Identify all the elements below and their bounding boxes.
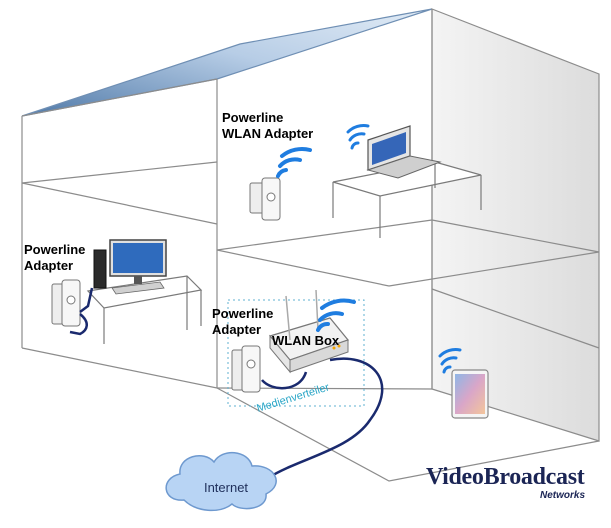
powerline-adapter-left	[51, 279, 81, 327]
powerline-wlan-adapter-upper	[249, 177, 281, 221]
powerline-adapter-left-label: Powerline Adapter	[24, 242, 86, 273]
powerline-adapter-lower-label: Powerline Adapter	[212, 306, 274, 337]
left-desk	[86, 275, 203, 344]
wlan-box-label: WLAN Box	[272, 333, 340, 348]
wifi-icon	[316, 298, 356, 332]
pc-tower-icon	[93, 249, 107, 289]
ground-line-left	[21, 347, 218, 389]
powerline-adapter-lower	[231, 345, 261, 393]
router-icon	[268, 289, 350, 374]
laptop-icon	[366, 125, 442, 179]
monitor-icon	[109, 239, 167, 295]
brand-name: VideoBroadcast	[426, 464, 585, 490]
cable-left	[69, 313, 88, 336]
cable-left-pc	[79, 287, 94, 313]
floor-left-line	[21, 161, 218, 184]
middle-floor-front	[216, 219, 433, 251]
lower-back	[431, 288, 600, 349]
floor-left-back	[21, 182, 218, 225]
tablet-icon	[451, 369, 489, 419]
brand-sub: Networks	[540, 490, 586, 501]
medienverteiler-box	[227, 299, 365, 407]
cloud-icon	[165, 452, 277, 512]
wifi-icon	[276, 146, 312, 178]
cable-internet	[267, 357, 384, 480]
wifi-icon	[438, 348, 462, 374]
ground-right	[216, 387, 600, 482]
middle-floor-edge	[216, 249, 390, 287]
front-top-edge	[21, 78, 218, 117]
roof-top	[21, 8, 433, 117]
middle-floor-right	[388, 251, 600, 287]
house	[21, 8, 600, 482]
cable-router-adapter	[261, 371, 308, 390]
wifi-icon	[346, 124, 370, 150]
middle-floor-back	[431, 219, 600, 253]
powerline-wlan-adapter-label: Powerline WLAN Adapter	[222, 110, 314, 141]
internet-label: Internet	[204, 480, 248, 495]
